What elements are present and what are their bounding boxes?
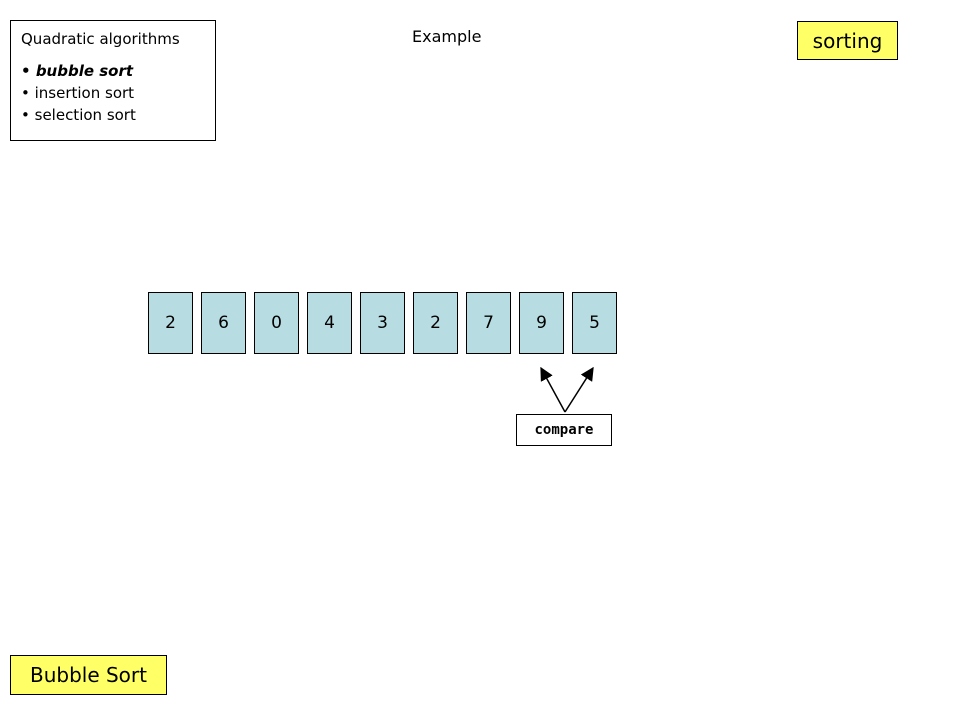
algorithm-item-selection-sort: selection sort <box>21 104 205 126</box>
array-cell: 6 <box>201 292 246 354</box>
compare-arrow-left <box>540 366 566 413</box>
array-cell: 5 <box>572 292 617 354</box>
algorithm-item-bubble-sort: bubble sort <box>21 60 205 82</box>
array-cell: 4 <box>307 292 352 354</box>
array-cell: 7 <box>466 292 511 354</box>
array-cell: 0 <box>254 292 299 354</box>
example-label: Example <box>412 27 482 46</box>
compare-arrow-right <box>564 366 594 413</box>
slide-title: Bubble Sort <box>10 655 167 695</box>
algorithms-list: bubble sort insertion sort selection sor… <box>21 60 205 126</box>
algorithms-box: Quadratic algorithms bubble sort inserti… <box>10 20 216 141</box>
compare-label: compare <box>516 414 612 446</box>
algorithm-item-insertion-sort: insertion sort <box>21 82 205 104</box>
array-cell: 2 <box>148 292 193 354</box>
topic-tag: sorting <box>797 21 898 60</box>
array-cell: 9 <box>519 292 564 354</box>
array-cell: 3 <box>360 292 405 354</box>
algorithms-title: Quadratic algorithms <box>21 30 180 48</box>
array-cell: 2 <box>413 292 458 354</box>
